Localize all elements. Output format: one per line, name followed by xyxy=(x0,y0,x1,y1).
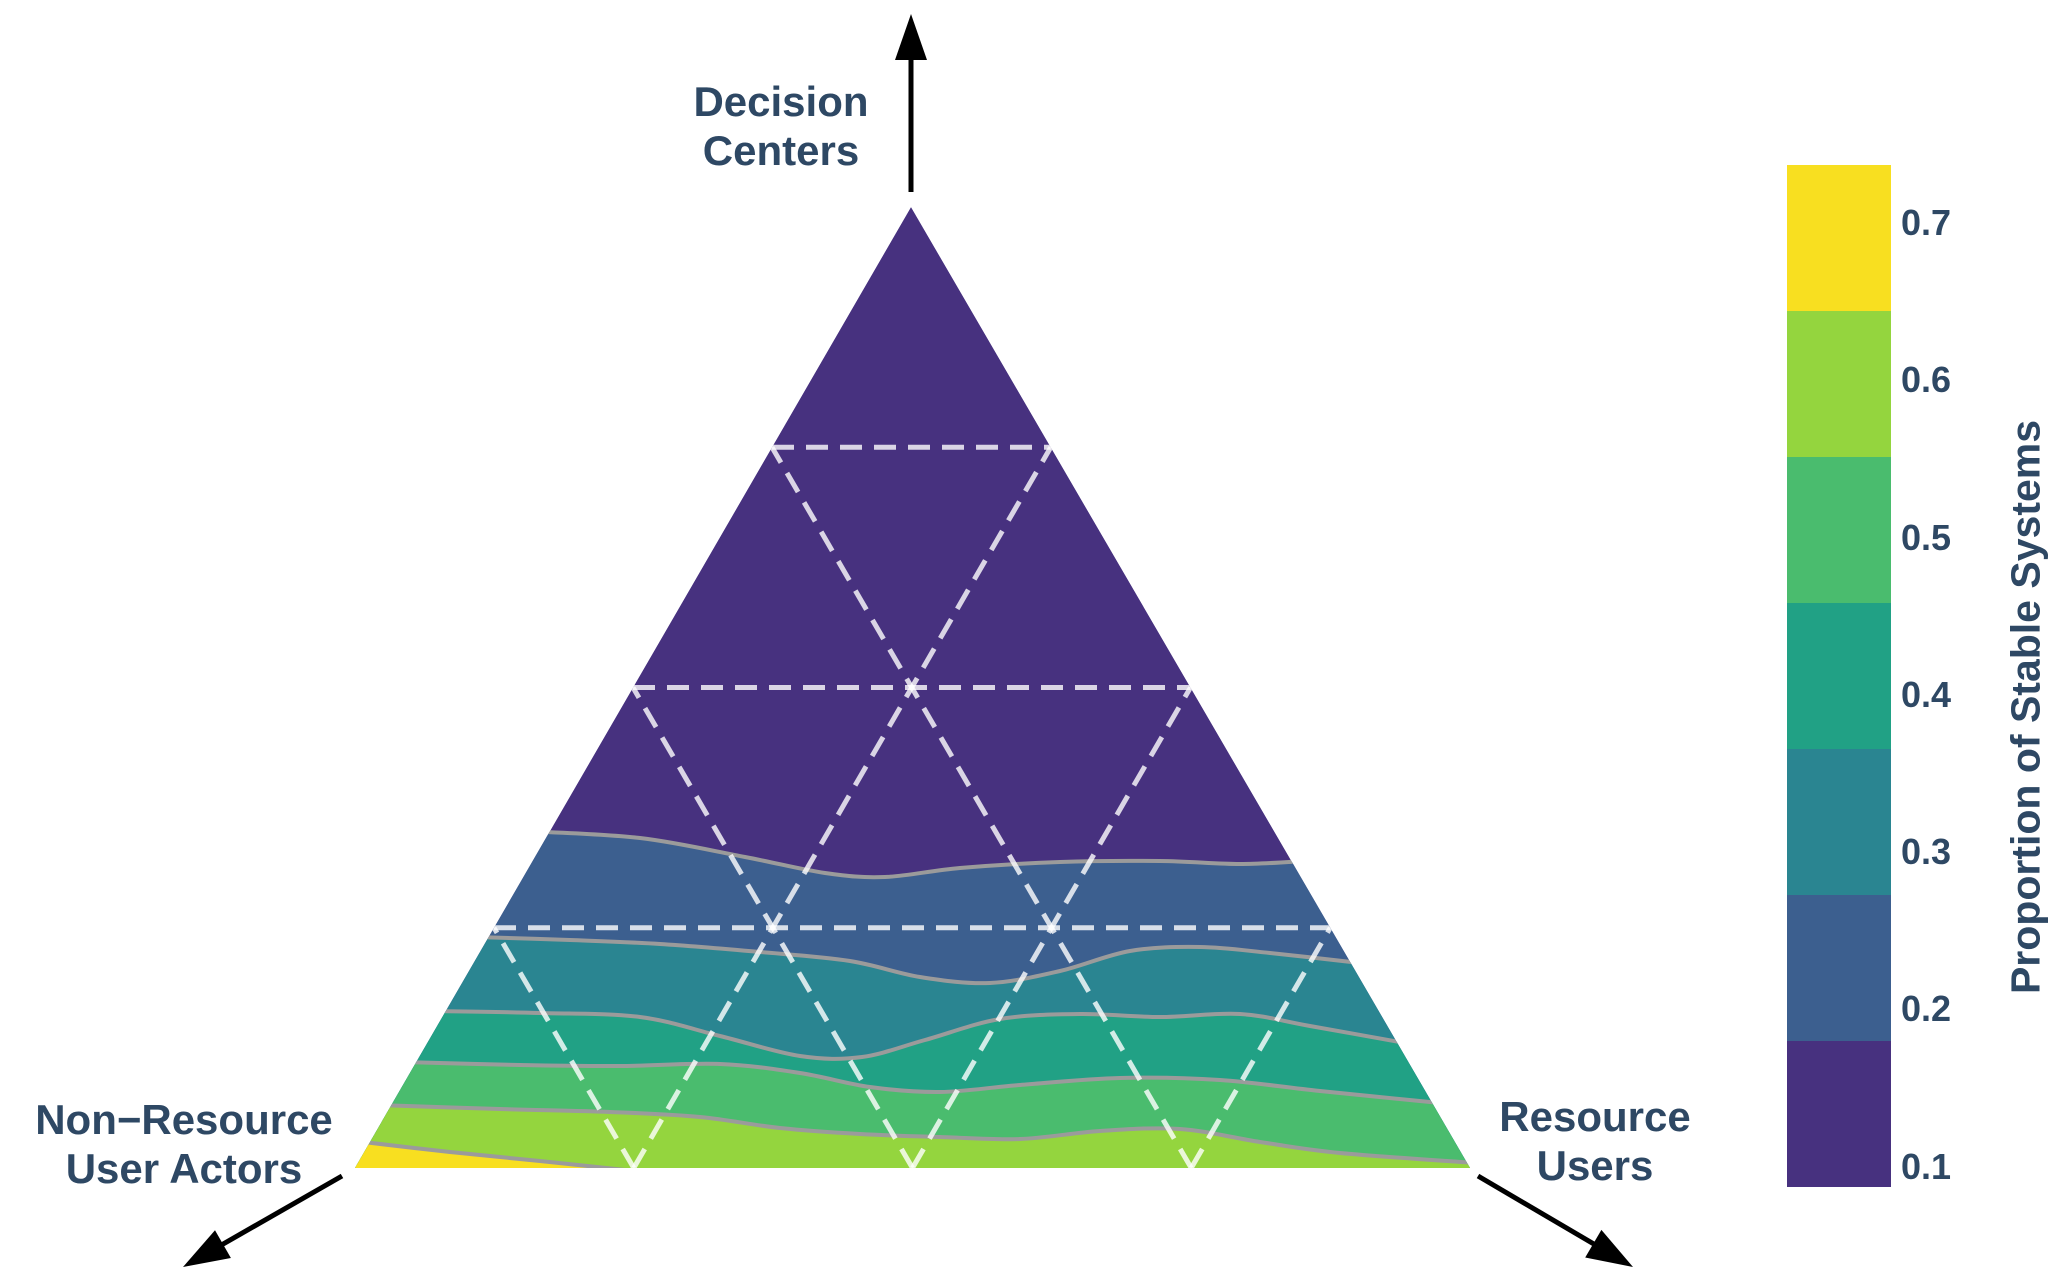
axis-label-line2: User Actors xyxy=(65,1144,303,1192)
arrow-head xyxy=(1585,1229,1633,1267)
contour-line xyxy=(377,1103,1470,1165)
arrow-head xyxy=(183,1230,231,1267)
axis-label-line2: Users xyxy=(1536,1141,1654,1189)
colorbar-band xyxy=(1787,165,1891,311)
ternary-gridline xyxy=(1189,926,1333,1168)
colorbar-band xyxy=(1787,749,1891,895)
colorbar-band xyxy=(1787,1041,1891,1187)
contour-line xyxy=(431,1009,1406,1061)
colorbar-tick-label: 0.5 xyxy=(1901,517,1952,558)
contour-line xyxy=(355,1139,636,1168)
colorbar xyxy=(1787,165,1891,1187)
colorbar-band xyxy=(1787,311,1891,457)
ternary-gridline xyxy=(631,445,1053,1168)
axis-label-resource-users: Resource Users xyxy=(1499,1093,1690,1190)
colorbar-tick-label: 0.1 xyxy=(1901,1146,1952,1187)
axis-arrow-top xyxy=(895,14,927,192)
arrow-shaft xyxy=(216,1173,344,1250)
axis-arrow-left xyxy=(183,1173,344,1267)
colorbar-axis-label: Proportion of Stable Systems xyxy=(2002,419,2049,995)
axis-label-line1: Non−Resource xyxy=(35,1096,333,1143)
arrow-shaft xyxy=(1476,1173,1600,1249)
axis-label-line1: Resource xyxy=(1499,1093,1691,1140)
ternary-gridline xyxy=(630,686,915,1168)
contour-line xyxy=(474,935,1361,986)
ternary-gridline xyxy=(769,445,1194,1168)
axis-label-line2: Centers xyxy=(702,126,860,174)
colorbar-tick-label: 0.6 xyxy=(1901,359,1952,400)
colorbar-band xyxy=(1787,457,1891,603)
colorbar-tick-label: 0.7 xyxy=(1901,202,1952,243)
colorbar-band xyxy=(1787,603,1891,749)
ternary-gridline xyxy=(491,926,636,1168)
colorbar-tick-label: 0.4 xyxy=(1901,674,1952,715)
colorbar-band xyxy=(1787,895,1891,1041)
contour-band xyxy=(355,1105,1470,1168)
colorbar-tick-label: 0.3 xyxy=(1901,831,1952,872)
contour-line xyxy=(524,829,1306,880)
axis-label-line1: Decision xyxy=(693,78,869,125)
contour-line xyxy=(402,1060,1441,1105)
axis-label-non-resource-user-actors: Non−Resource User Actors xyxy=(35,1096,333,1193)
axis-label-decision-centers: Decision Centers xyxy=(693,78,868,175)
axis-arrow-right xyxy=(1476,1173,1633,1267)
colorbar-tick-label: 0.2 xyxy=(1901,988,1952,1029)
arrow-head xyxy=(895,14,927,60)
